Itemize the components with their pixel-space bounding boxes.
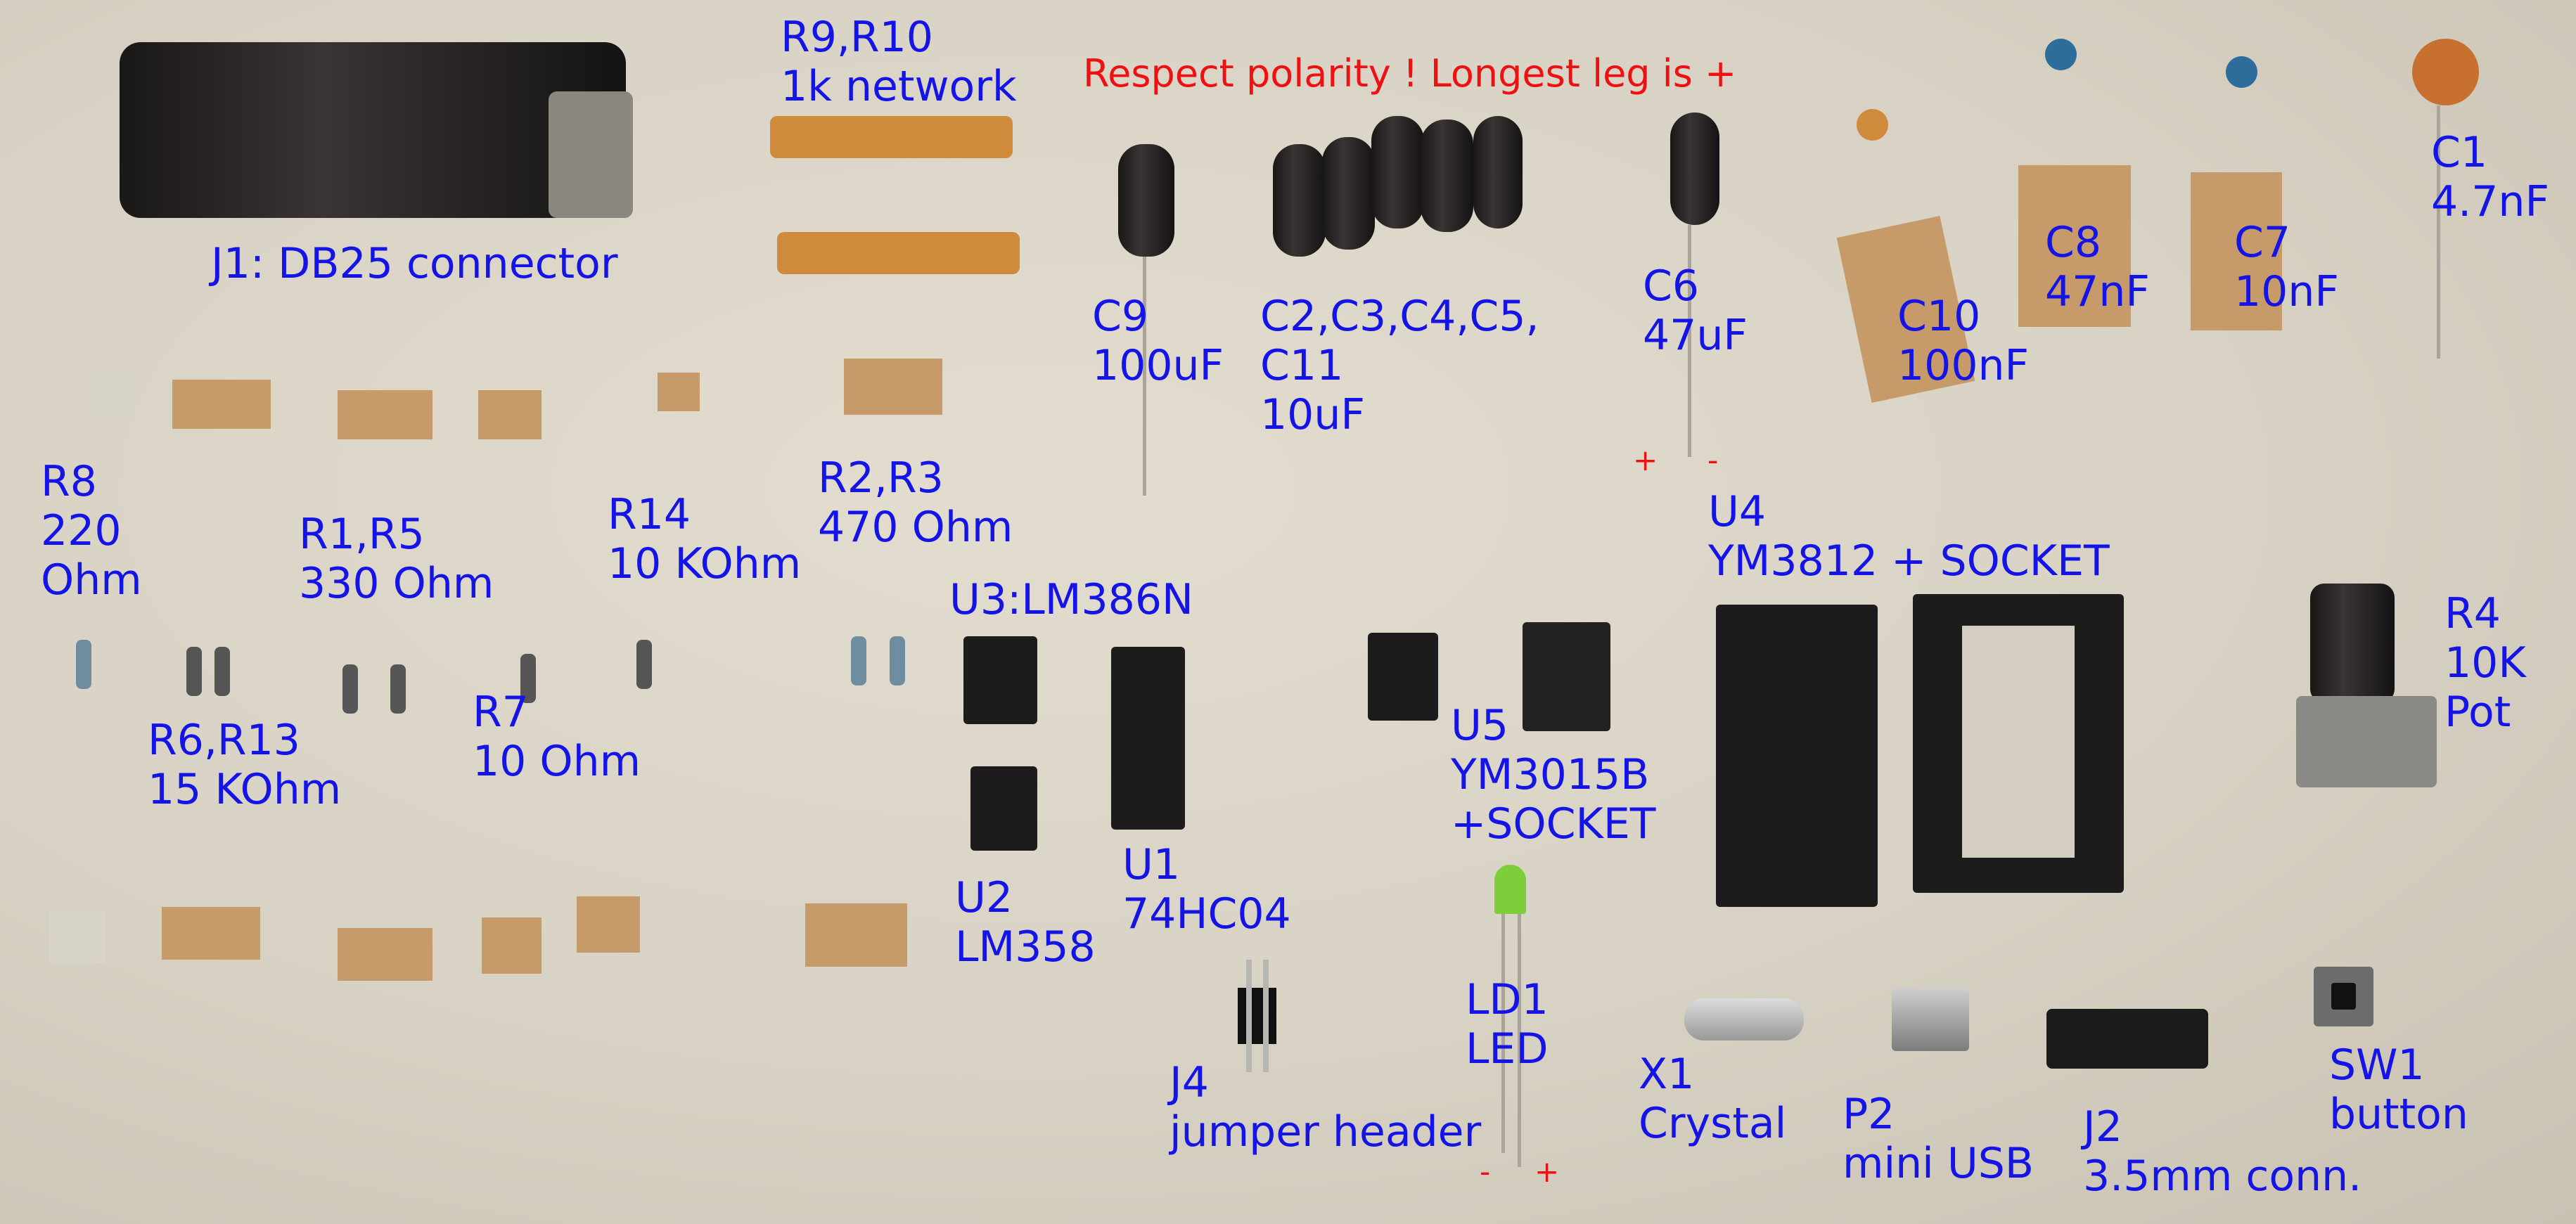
capacitor-c9 bbox=[1118, 144, 1174, 257]
tape-r7-top bbox=[478, 390, 542, 439]
label-r2-r3: R2,R3 470 Ohm bbox=[818, 453, 1013, 552]
capacitor-c5 bbox=[1421, 120, 1473, 232]
capacitor-c4 bbox=[1371, 116, 1424, 228]
ic-u5-ym3015b bbox=[1368, 633, 1438, 721]
db25-connector bbox=[120, 42, 626, 218]
tape-r8-bottom bbox=[49, 910, 105, 963]
capacitor-c11 bbox=[1473, 116, 1523, 228]
tape-r2r3-bottom bbox=[805, 903, 907, 967]
tape-r1r5-bottom bbox=[338, 928, 432, 981]
resistor-network-r9 bbox=[770, 116, 1013, 158]
tape-r2r3-top bbox=[844, 359, 942, 415]
tape-r8-top bbox=[91, 369, 130, 418]
ic-u4-ym3812 bbox=[1716, 605, 1878, 907]
lead bbox=[2437, 105, 2440, 359]
label-r4: R4 10K Pot bbox=[2444, 589, 2526, 737]
capacitor-c10-body bbox=[1857, 109, 1888, 141]
c6-minus-sign: - bbox=[1707, 443, 1719, 477]
label-j4: J4 jumper header bbox=[1170, 1058, 1482, 1157]
potentiometer-r4 bbox=[2310, 584, 2395, 703]
tape-r1r5-top bbox=[338, 390, 432, 439]
label-sw1: SW1 button bbox=[2329, 1041, 2468, 1139]
tape-r14-bottom bbox=[577, 896, 640, 953]
led-ld1 bbox=[1494, 865, 1526, 914]
label-r9-r10: R9,R10 1k network bbox=[781, 13, 1017, 111]
socket-u4-opening bbox=[1962, 626, 2075, 858]
mini-usb-p2 bbox=[1892, 988, 1969, 1051]
label-p2: P2 mini USB bbox=[1843, 1090, 2034, 1188]
label-x1: X1 Crystal bbox=[1639, 1050, 1787, 1148]
tape-r6r13-bottom bbox=[162, 907, 260, 960]
lead bbox=[1501, 914, 1505, 1153]
capacitor-c8-body bbox=[2045, 39, 2077, 70]
label-c9: C9 100uF bbox=[1092, 292, 1224, 390]
resistor-r14 bbox=[636, 640, 652, 689]
resistor-r7 bbox=[520, 654, 536, 703]
db25-mounting-bracket bbox=[549, 91, 633, 218]
resistor-r2 bbox=[851, 636, 866, 685]
tape-c7 bbox=[2191, 172, 2282, 330]
ic-u1-74hc04 bbox=[1111, 647, 1185, 830]
ic-u3-lm386n bbox=[963, 636, 1037, 724]
label-c2-c11: C2,C3,C4,C5, C11 10uF bbox=[1260, 292, 1539, 439]
pushbutton-sw1-cap bbox=[2331, 983, 2356, 1010]
resistor-r13 bbox=[214, 647, 230, 696]
resistor-r5 bbox=[390, 664, 406, 714]
label-r8: R8 220 Ohm bbox=[41, 457, 142, 605]
ic-u2-lm358 bbox=[970, 766, 1037, 851]
label-j1: J1: DB25 connector bbox=[211, 239, 618, 288]
capacitor-c6 bbox=[1670, 112, 1719, 225]
label-j2: J2 3.5mm conn. bbox=[2083, 1102, 2362, 1201]
label-c8: C8 47nF bbox=[2045, 218, 2150, 316]
label-r1-r5: R1,R5 330 Ohm bbox=[299, 510, 494, 608]
polarity-note: Respect polarity ! Longest leg is + bbox=[1083, 51, 1737, 96]
crystal-x1 bbox=[1684, 998, 1804, 1041]
lead bbox=[1688, 225, 1691, 457]
label-c7: C7 10nF bbox=[2234, 218, 2339, 316]
resistor-r1 bbox=[342, 664, 358, 714]
label-r6-r13: R6,R13 15 KOhm bbox=[148, 716, 342, 814]
tape-r6r13-top bbox=[172, 380, 271, 429]
label-c6: C6 47uF bbox=[1643, 262, 1748, 360]
capacitor-c7-body bbox=[2226, 56, 2257, 88]
potentiometer-r4-base bbox=[2296, 696, 2437, 787]
label-c10: C10 100nF bbox=[1897, 292, 2030, 390]
jumper-header-j4 bbox=[1238, 988, 1276, 1044]
resistor-r8 bbox=[76, 640, 91, 689]
resistor-r6 bbox=[186, 647, 202, 696]
lead bbox=[1518, 914, 1521, 1167]
socket-u5 bbox=[1523, 622, 1610, 731]
label-u3: U3:LM386N bbox=[949, 575, 1193, 624]
label-r14: R14 10 KOhm bbox=[608, 490, 802, 588]
audio-jack-j2 bbox=[2046, 1009, 2208, 1069]
pin bbox=[1263, 960, 1269, 1072]
tape-c8 bbox=[2018, 165, 2131, 327]
c6-plus-sign: + bbox=[1633, 443, 1658, 477]
label-u4: U4 YM3812 + SOCKET bbox=[1708, 487, 2110, 586]
label-u5: U5 YM3015B +SOCKET bbox=[1451, 701, 1656, 849]
capacitor-c2 bbox=[1273, 144, 1326, 257]
label-c1: C1 4.7nF bbox=[2431, 128, 2549, 226]
pin bbox=[1246, 960, 1252, 1072]
label-ld1: LD1 LED bbox=[1466, 975, 1549, 1074]
capacitor-c3 bbox=[1322, 137, 1375, 250]
led-plus-sign: + bbox=[1534, 1154, 1560, 1189]
capacitor-c1-body bbox=[2412, 39, 2479, 105]
label-r7: R7 10 Ohm bbox=[473, 688, 641, 786]
label-u2: U2 LM358 bbox=[955, 873, 1096, 972]
led-minus-sign: - bbox=[1480, 1154, 1491, 1189]
tape-r7-bottom bbox=[482, 917, 542, 974]
lead bbox=[1143, 257, 1146, 496]
label-u1: U1 74HC04 bbox=[1122, 840, 1291, 939]
resistor-network-r10 bbox=[777, 232, 1020, 274]
tape-r14-top bbox=[658, 373, 700, 411]
resistor-r3 bbox=[890, 636, 905, 685]
